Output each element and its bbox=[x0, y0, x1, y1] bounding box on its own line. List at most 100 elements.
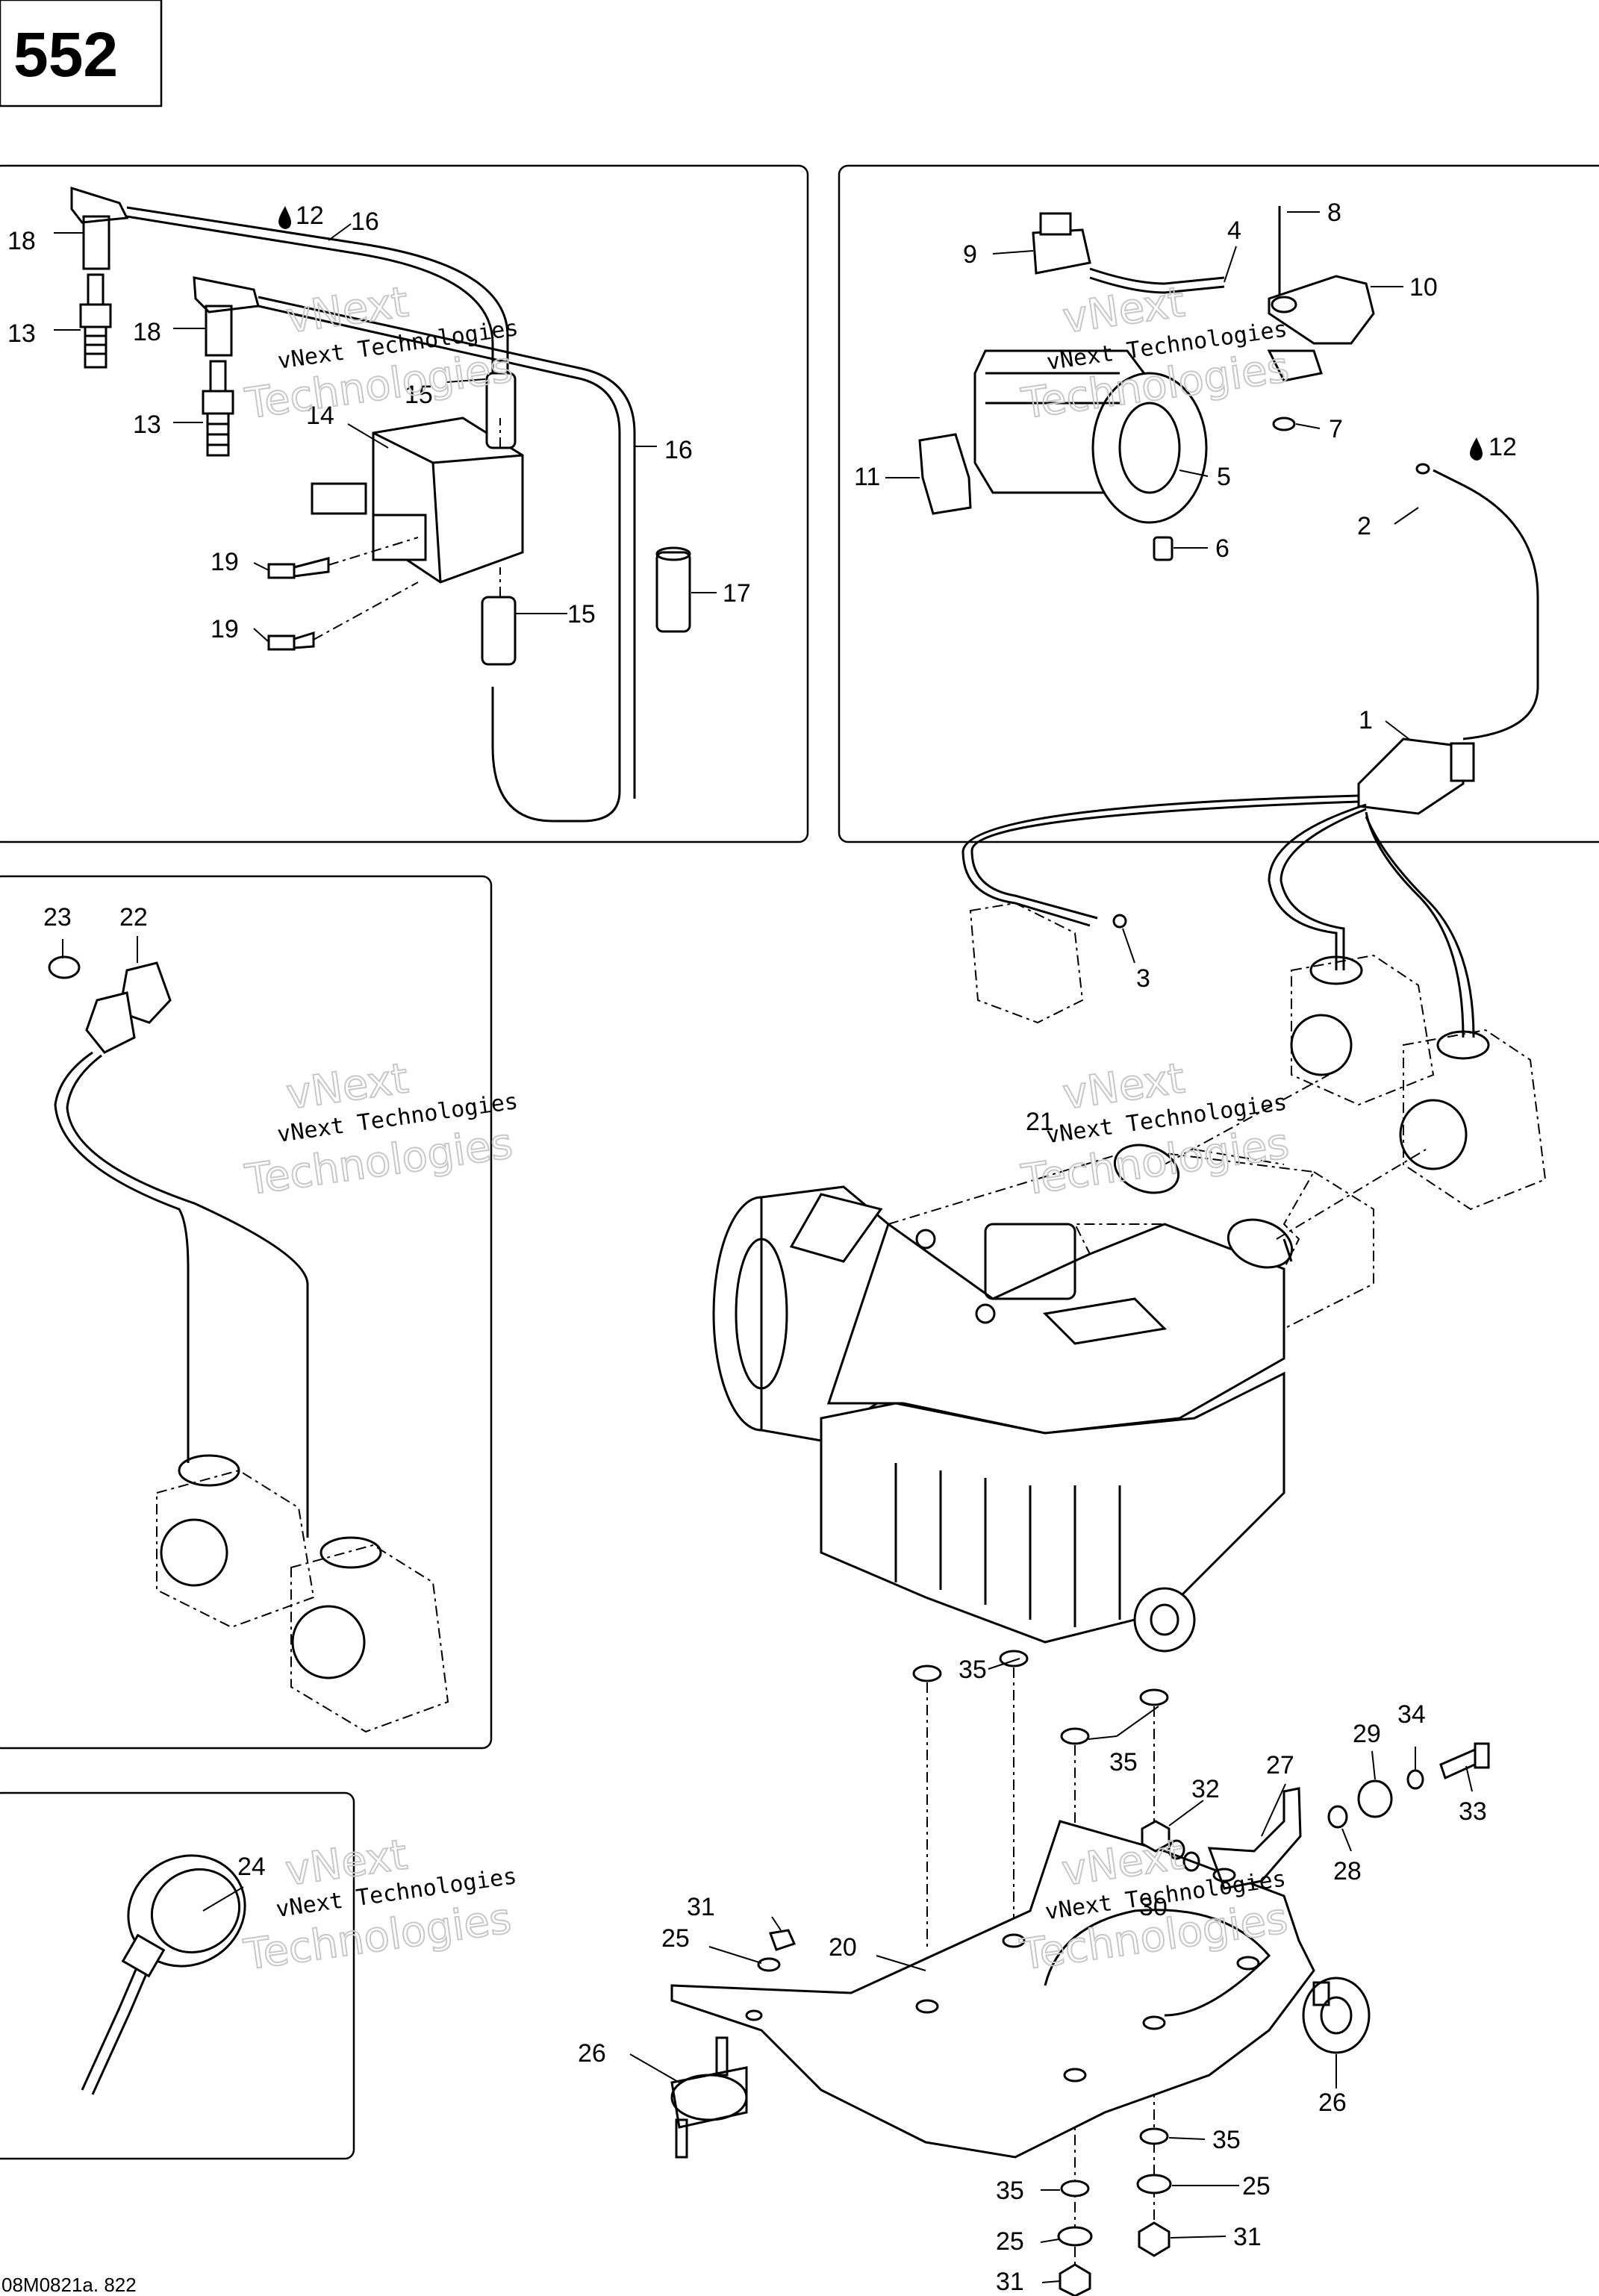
drop-icon bbox=[1470, 437, 1483, 461]
label-14: 14 bbox=[306, 402, 334, 430]
label-13: 13 bbox=[7, 319, 36, 348]
label-33: 33 bbox=[1459, 1797, 1487, 1826]
label-8: 8 bbox=[1327, 199, 1341, 227]
label-25: 25 bbox=[661, 1924, 690, 1953]
bracket-icon bbox=[1207, 1787, 1302, 1890]
screw-icon bbox=[267, 631, 315, 651]
throttle-lever-icon bbox=[1268, 275, 1375, 345]
bolt-icon bbox=[1439, 1742, 1490, 1780]
label-6: 6 bbox=[1215, 534, 1229, 563]
leader-lines bbox=[54, 211, 1473, 2283]
label-35: 35 bbox=[1212, 2126, 1241, 2154]
page-number-box: 552 bbox=[0, 0, 163, 107]
label-18: 18 bbox=[133, 318, 161, 346]
watermark: vNext vNext Technologies Technologies bbox=[241, 277, 520, 429]
cover-icon bbox=[918, 433, 972, 515]
lock-washer-icon bbox=[1406, 1769, 1424, 1790]
label-2: 2 bbox=[1357, 512, 1371, 540]
label-7: 7 bbox=[1329, 415, 1343, 443]
label-3: 3 bbox=[1136, 964, 1150, 993]
label-18: 18 bbox=[7, 227, 36, 255]
washer-icon bbox=[912, 1665, 942, 1682]
panel-throttle-sensor bbox=[0, 875, 493, 1750]
lock-washer-icon bbox=[1168, 1839, 1185, 1860]
washer-icon bbox=[1182, 1851, 1200, 1872]
engine-plate-icon bbox=[670, 1820, 1315, 2159]
hex-nut-icon bbox=[1138, 2221, 1171, 2257]
washer-icon bbox=[1060, 2180, 1090, 2197]
panel-throttle bbox=[838, 164, 1599, 843]
bushing-icon bbox=[1327, 1805, 1348, 1829]
watermark: vNext vNext Technologies Technologies bbox=[1017, 1053, 1292, 1205]
label-30: 30 bbox=[1139, 1893, 1168, 1921]
page-number: 552 bbox=[13, 19, 118, 90]
throttle-sensor-drawing bbox=[48, 955, 449, 1733]
carburetor-icon bbox=[156, 1454, 315, 1629]
footer-code: 08M0821a. 822 bbox=[1, 2274, 137, 2296]
carburetor-icon bbox=[290, 1536, 449, 1733]
label-10: 10 bbox=[1409, 273, 1438, 302]
drop-icon bbox=[278, 206, 291, 229]
hex-nut-icon bbox=[1059, 2263, 1091, 2296]
spark-plug-icon bbox=[202, 360, 234, 457]
label-24: 24 bbox=[237, 1853, 266, 1881]
label-22: 22 bbox=[119, 903, 148, 932]
cable-splitter-icon bbox=[1357, 737, 1475, 815]
washer-icon bbox=[1139, 1688, 1169, 1706]
watermark: vNext vNext Technologies Technologies bbox=[240, 1829, 519, 1980]
circlip-icon bbox=[1272, 417, 1296, 431]
nut-icon bbox=[768, 1929, 797, 1951]
label-34: 34 bbox=[1397, 1700, 1426, 1729]
engine-drawing bbox=[670, 1074, 1490, 2296]
label-11: 11 bbox=[854, 463, 880, 491]
ignition-drawing bbox=[70, 186, 691, 823]
throttle-drawing bbox=[918, 206, 1547, 1211]
label-5: 5 bbox=[1217, 463, 1231, 491]
watermark: vNext vNext Technologies Technologies bbox=[1017, 277, 1292, 429]
label-26: 26 bbox=[1318, 2088, 1347, 2117]
label-9: 9 bbox=[963, 240, 977, 269]
clamp-drawing bbox=[81, 1854, 246, 2095]
hex-nut-icon bbox=[1141, 1820, 1171, 1853]
clamp-icon bbox=[1113, 1144, 1294, 1269]
washer-icon bbox=[757, 1957, 781, 1972]
throttle-housing-icon bbox=[973, 349, 1208, 524]
label-20: 20 bbox=[829, 1933, 857, 1962]
label-23: 23 bbox=[43, 903, 72, 932]
label-35: 35 bbox=[959, 1656, 987, 1684]
sleeve-icon bbox=[655, 546, 691, 633]
label-17: 17 bbox=[723, 579, 751, 608]
label-25: 25 bbox=[1242, 2172, 1271, 2200]
label-19: 19 bbox=[211, 615, 239, 643]
watermark: vNext vNext Technologies Technologies bbox=[241, 1053, 520, 1205]
label-32: 32 bbox=[1191, 1775, 1220, 1803]
washer-icon bbox=[1057, 2226, 1093, 2247]
label-28: 28 bbox=[1333, 1857, 1362, 1885]
label-19: 19 bbox=[211, 548, 239, 576]
ignition-coil-icon bbox=[311, 372, 524, 666]
washer-icon bbox=[1139, 2127, 1169, 2145]
label-29: 29 bbox=[1353, 1720, 1381, 1748]
label-35: 35 bbox=[1109, 1748, 1138, 1776]
spacer-icon bbox=[1357, 1779, 1393, 1818]
label-1: 1 bbox=[1359, 706, 1373, 734]
panel-ignition bbox=[0, 164, 809, 843]
panel-hose-clamp bbox=[0, 1791, 355, 2160]
label-31: 31 bbox=[1233, 2223, 1262, 2251]
label-25: 25 bbox=[996, 2227, 1024, 2256]
set-screw-icon bbox=[1153, 536, 1173, 561]
watermarks: vNext vNext Technologies Technologies vN… bbox=[240, 277, 1293, 1980]
label-12: 12 bbox=[1489, 433, 1517, 461]
carburetor-icon bbox=[1290, 954, 1435, 1106]
washer-icon bbox=[1060, 1727, 1090, 1745]
spark-plug-icon bbox=[79, 273, 112, 369]
label-26: 26 bbox=[578, 2039, 606, 2068]
label-27: 27 bbox=[1266, 1751, 1294, 1779]
label-31: 31 bbox=[996, 2268, 1024, 2296]
switch-icon bbox=[1032, 212, 1091, 275]
label-35: 35 bbox=[996, 2177, 1024, 2205]
sensor-icon bbox=[85, 961, 172, 1054]
washer-icon bbox=[1136, 2174, 1172, 2194]
rubber-mount-icon bbox=[670, 2036, 748, 2159]
